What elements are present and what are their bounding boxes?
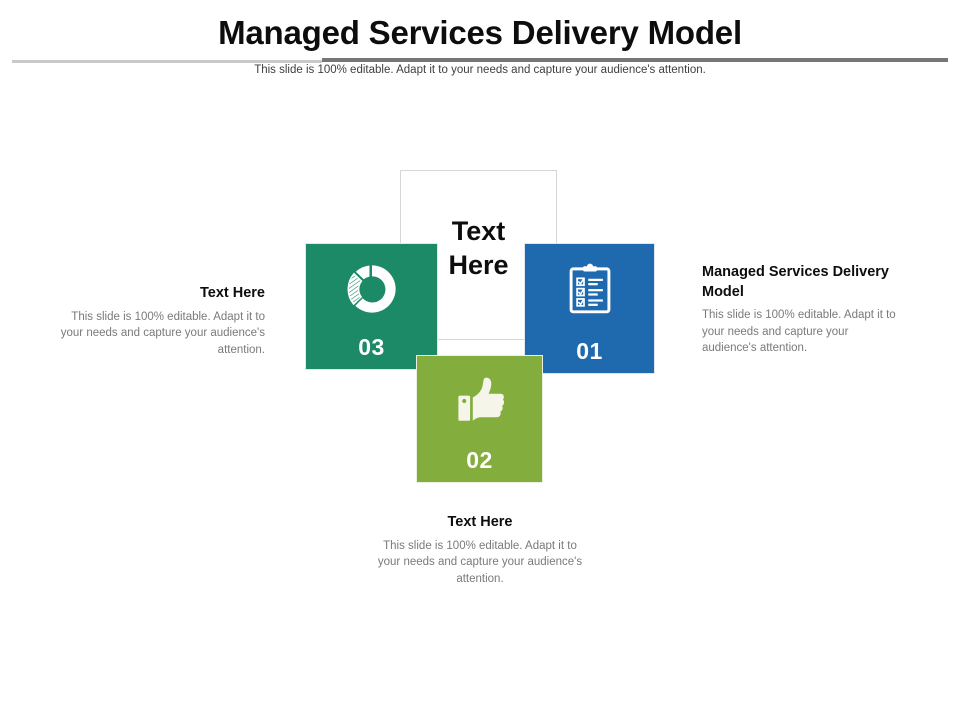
tile-02-frame: 02 xyxy=(416,355,543,483)
center-label-line-1: Text xyxy=(451,216,506,246)
clipboard-checklist-icon xyxy=(564,262,616,322)
text-block-bottom: Text Here This slide is 100% editable. A… xyxy=(372,513,588,588)
pie-chart-icon xyxy=(345,262,399,321)
tile-03[interactable]: 03 xyxy=(306,244,437,369)
tile-01-frame: 01 xyxy=(524,243,655,374)
text-block-bottom-heading: Text Here xyxy=(447,514,513,530)
text-block-right-body: This slide is 100% editable. Adapt it to… xyxy=(702,309,896,355)
tile-01[interactable]: 01 xyxy=(525,244,654,373)
text-block-left-body: This slide is 100% editable. Adapt it to… xyxy=(60,310,265,356)
header-rule-right xyxy=(322,58,948,62)
center-panel-label: Text Here xyxy=(400,215,557,283)
text-block-right: Managed Services Delivery Model This sli… xyxy=(702,263,902,357)
text-block-bottom-body: This slide is 100% editable. Adapt it to… xyxy=(377,539,583,585)
thumbs-up-icon xyxy=(451,374,509,433)
header-rule-left xyxy=(12,60,322,63)
page-subtitle: This slide is 100% editable. Adapt it to… xyxy=(254,64,706,76)
text-block-left: Text Here This slide is 100% editable. A… xyxy=(52,284,265,359)
tile-01-number: 01 xyxy=(576,338,603,364)
tile-03-number: 03 xyxy=(358,334,385,360)
tile-03-frame: 03 xyxy=(305,243,438,370)
page-title: Managed Services Delivery Model xyxy=(218,14,742,51)
center-label-line-2: Here xyxy=(448,249,509,280)
tile-02[interactable]: 02 xyxy=(417,356,542,482)
text-block-left-heading: Text Here xyxy=(199,285,265,301)
tile-02-number: 02 xyxy=(466,447,493,473)
text-block-right-heading: Managed Services Delivery Model xyxy=(702,264,889,300)
